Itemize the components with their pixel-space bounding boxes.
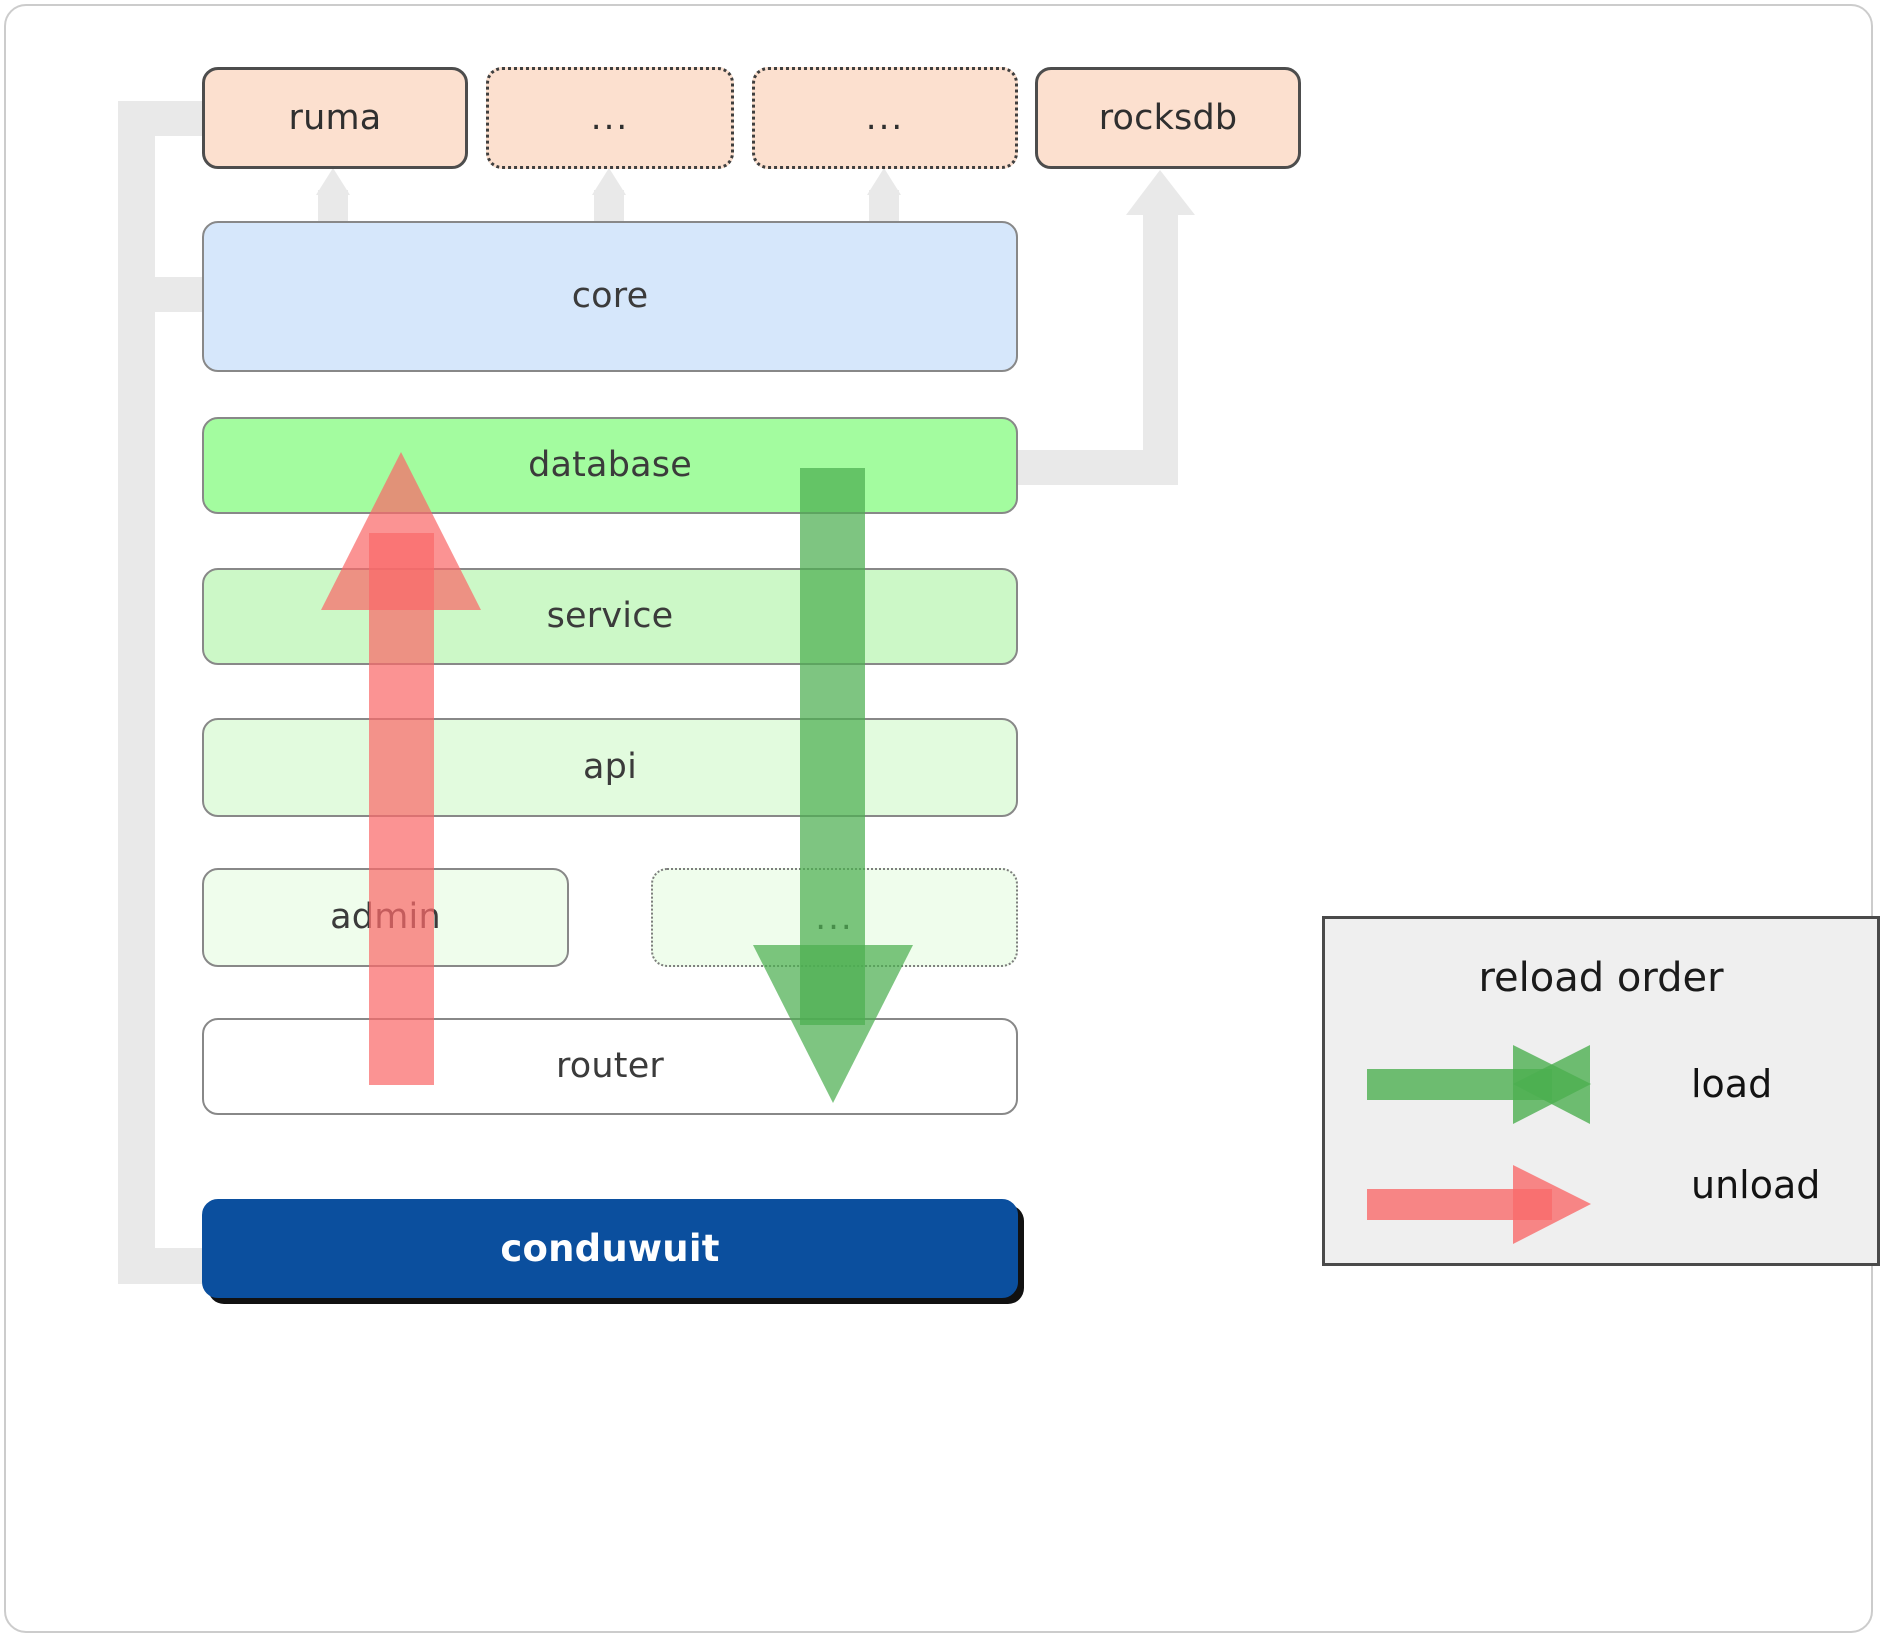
legend-load-arrow-icon <box>1367 1045 1591 1124</box>
binary-node-conduwuit[interactable]: conduwuit <box>202 1199 1018 1298</box>
layer-node-admin-label: admin <box>330 897 441 937</box>
external-node-ext-b-label: ... <box>865 98 905 138</box>
layer-node-core-label: core <box>571 276 649 316</box>
legend-panel: reload order load unload <box>1322 916 1880 1266</box>
layer-node-router-label: router <box>555 1046 665 1086</box>
external-node-ext-a[interactable]: ... <box>486 67 734 169</box>
layer-node-api-label: api <box>583 747 637 787</box>
external-node-rocksdb[interactable]: rocksdb <box>1035 67 1301 169</box>
legend-title: reload order <box>1478 955 1724 1001</box>
layer-node-core[interactable]: core <box>202 221 1018 372</box>
legend-arrow-icons <box>1367 1045 1591 1244</box>
layer-node-admin[interactable]: admin <box>202 868 569 967</box>
layer-node-service[interactable]: service <box>202 568 1018 665</box>
layer-node-api[interactable]: api <box>202 718 1018 817</box>
legend-unload-label: unload <box>1691 1163 1821 1207</box>
external-node-ruma[interactable]: ruma <box>202 67 468 169</box>
layer-node-database[interactable]: database <box>202 417 1018 514</box>
binary-node-conduwuit-label: conduwuit <box>500 1227 720 1270</box>
layer-node-extra[interactable]: ... <box>651 868 1018 967</box>
layer-node-router[interactable]: router <box>202 1018 1018 1115</box>
legend-unload-arrow-icon <box>1367 1165 1591 1244</box>
external-node-rocksdb-label: rocksdb <box>1098 97 1238 138</box>
layer-node-service-label: service <box>546 596 674 636</box>
legend-load-label: load <box>1691 1062 1773 1106</box>
external-node-ext-b[interactable]: ... <box>752 67 1018 169</box>
layer-node-extra-label: ... <box>815 897 854 938</box>
external-node-ext-a-label: ... <box>590 98 630 138</box>
layer-node-database-label: database <box>528 445 692 485</box>
external-node-ruma-label: ruma <box>288 97 382 138</box>
